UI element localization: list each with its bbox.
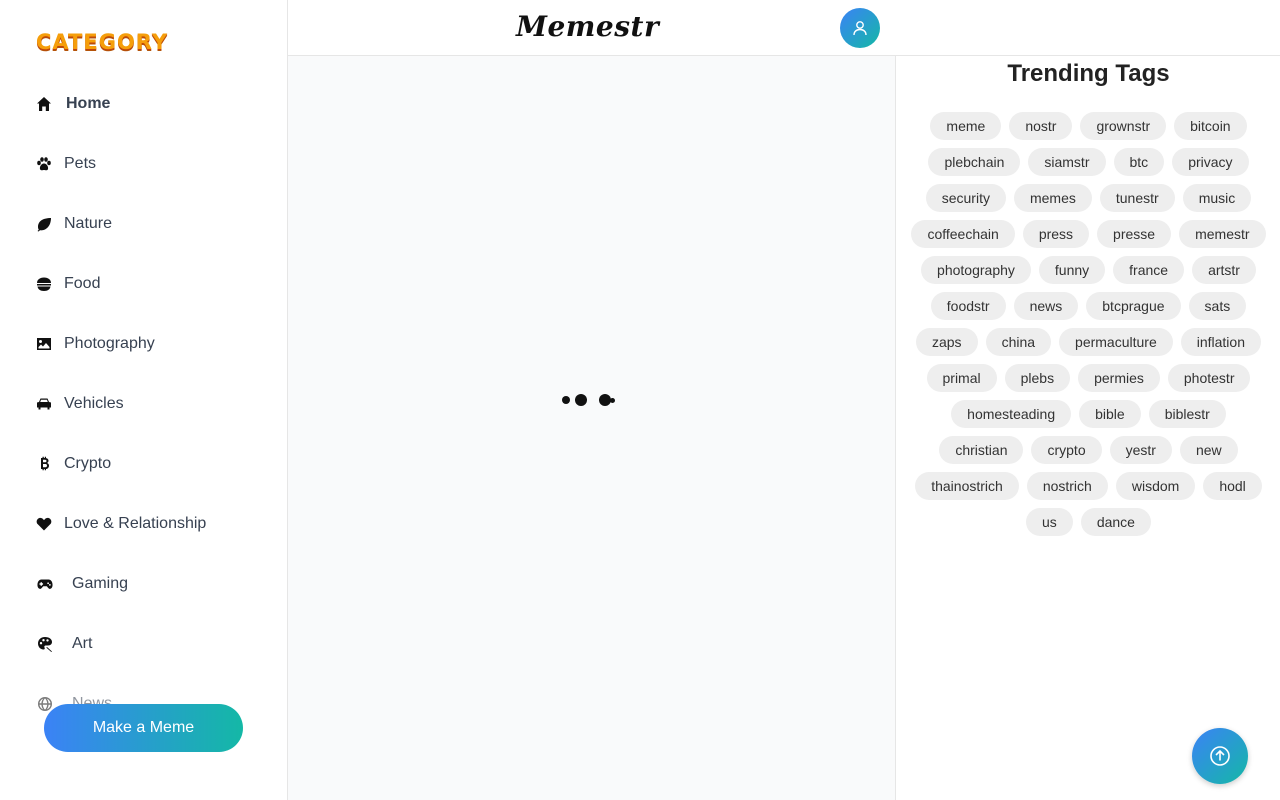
sidebar-item-love-relationship[interactable]: Love & Relationship [0,494,287,554]
tag-chip[interactable]: new [1179,436,1238,464]
tag-chip[interactable]: plebs [1004,364,1071,392]
user-icon [853,21,867,36]
tag-chip[interactable]: nostr [1009,112,1073,140]
tag-chip[interactable]: press [1022,220,1090,248]
tag-chip[interactable]: dance [1080,508,1151,536]
tag-chip[interactable]: zaps [915,328,978,356]
tag-chip[interactable]: grownstr [1080,112,1167,140]
sidebar-item-art[interactable]: Art [0,614,287,674]
tag-chip[interactable]: nostrich [1026,472,1108,500]
home-icon [36,96,52,112]
tag-chip[interactable]: news [1013,292,1079,320]
tag-chip[interactable]: coffeechain [911,220,1015,248]
tag-chip[interactable]: permies [1078,364,1160,392]
scroll-to-top-button[interactable] [1192,728,1248,784]
tag-chip[interactable]: artstr [1192,256,1256,284]
user-avatar-button[interactable] [840,8,880,48]
meme-feed [288,56,896,800]
tag-chip[interactable]: siamstr [1028,148,1106,176]
tag-chip[interactable]: primal [926,364,997,392]
palette-icon [36,636,54,652]
tag-chip[interactable]: thainostrich [915,472,1019,500]
tag-chip[interactable]: tunestr [1099,184,1175,212]
tag-chip[interactable]: bible [1079,400,1141,428]
top-header: Memestr [288,0,1280,56]
leaf-icon [36,216,52,232]
tag-chip[interactable]: plebchain [928,148,1021,176]
sidebar-item-pets[interactable]: Pets [0,134,287,194]
bitcoin-icon [36,456,52,472]
tag-chip[interactable]: security [925,184,1006,212]
sidebar-item-food[interactable]: Food [0,254,287,314]
arrow-up-circle-icon [1210,746,1230,766]
image-icon [36,336,52,352]
tag-chip[interactable]: france [1113,256,1185,284]
tag-chip[interactable]: homesteading [951,400,1072,428]
car-icon [36,396,52,412]
category-nav: Home Pets Nature Food Photography Vehicl… [0,74,287,734]
tag-chip[interactable]: biblestr [1148,400,1226,428]
sidebar-item-vehicles[interactable]: Vehicles [0,374,287,434]
sidebar-item-label: Vehicles [64,395,124,412]
tag-chip[interactable]: meme [930,112,1002,140]
sidebar-item-home[interactable]: Home [0,74,287,134]
tag-chip[interactable]: wisdom [1115,472,1196,500]
sidebar-item-label: Love & Relationship [64,515,207,532]
tag-chip[interactable]: photestr [1167,364,1251,392]
sidebar-item-label: Gaming [72,575,129,592]
sidebar-item-label: Home [66,95,111,112]
tag-chip[interactable]: privacy [1172,148,1249,176]
tag-chip[interactable]: foodstr [930,292,1006,320]
heart-icon [36,516,52,532]
make-a-meme-button[interactable]: Make a Meme [44,704,243,752]
bowl-icon [36,276,52,292]
tag-chip[interactable]: btcprague [1086,292,1181,320]
sidebar-item-label: Pets [64,155,97,172]
tag-chip[interactable]: bitcoin [1174,112,1247,140]
tag-chip[interactable]: funny [1038,256,1106,284]
tag-chip[interactable]: sats [1188,292,1247,320]
tag-chip[interactable]: china [985,328,1052,356]
sidebar-item-label: Crypto [64,455,112,472]
trending-title: Trending Tags [1007,60,1170,87]
sidebar-item-label: Photography [64,335,155,352]
tag-chip[interactable]: christian [939,436,1024,464]
tag-chip[interactable]: photography [921,256,1031,284]
gamepad-icon [36,576,54,592]
tag-chip[interactable]: presse [1097,220,1172,248]
tag-chip[interactable]: memestr [1179,220,1266,248]
category-title: CATEGORY [36,30,169,54]
sidebar-item-nature[interactable]: Nature [0,194,287,254]
sidebar-item-gaming[interactable]: Gaming [0,554,287,614]
tag-chip[interactable]: memes [1013,184,1092,212]
tag-chip[interactable]: us [1026,508,1073,536]
paw-icon [36,156,52,172]
tag-chip[interactable]: music [1182,184,1252,212]
tag-chip[interactable]: yestr [1109,436,1172,464]
sidebar-item-label: Art [72,635,93,652]
sidebar-item-label: Food [64,275,101,292]
tag-chip[interactable]: btc [1113,148,1165,176]
tag-chip[interactable]: hodl [1203,472,1262,500]
sidebar-item-photography[interactable]: Photography [0,314,287,374]
site-logo[interactable]: Memestr [516,10,660,43]
sidebar-item-crypto[interactable]: Crypto [0,434,287,494]
tag-chip[interactable]: inflation [1180,328,1261,356]
sidebar-item-label: Nature [64,215,113,232]
globe-icon [36,696,54,712]
tag-chip[interactable]: crypto [1031,436,1102,464]
loading-indicator [560,390,620,410]
sidebar: CATEGORY Home Pets Nature Food Photograp… [0,0,288,800]
tag-chip[interactable]: permaculture [1059,328,1173,356]
